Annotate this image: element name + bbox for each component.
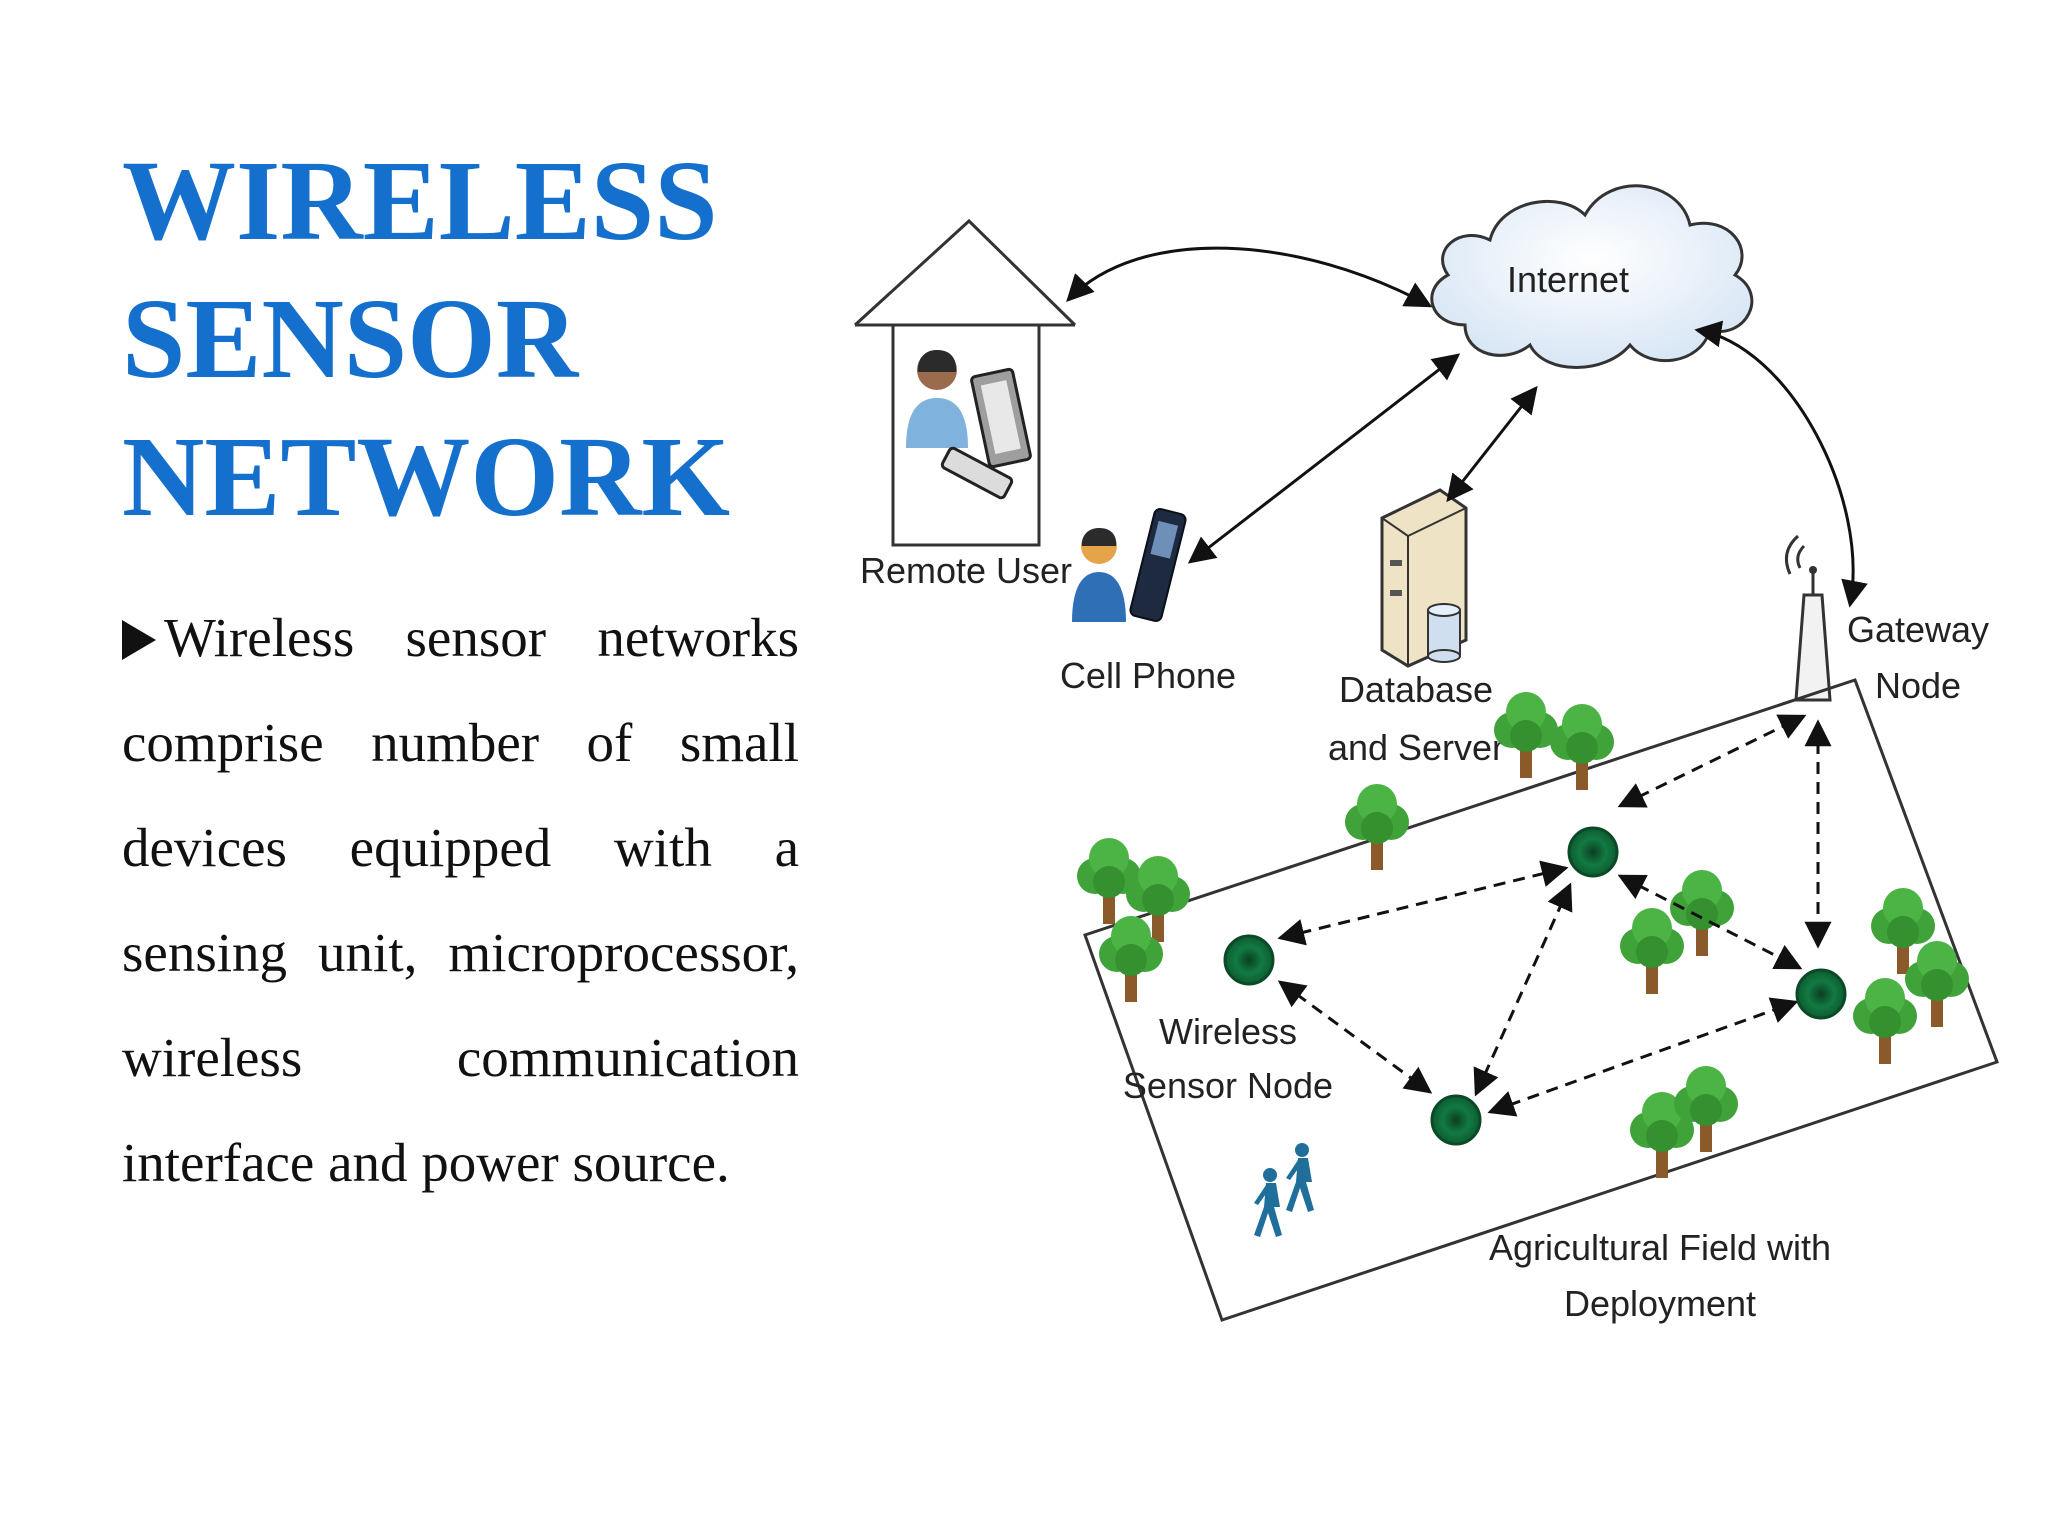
internet-cloud-icon <box>1430 184 1754 369</box>
sensor-nodes <box>1223 826 1847 1146</box>
computer-icon <box>940 367 1032 500</box>
title-line: WIRELESS <box>122 137 718 264</box>
people-walking-icon <box>1254 1143 1314 1237</box>
sensor-node-label-line1: Wireless <box>1159 1011 1297 1052</box>
slide-title: WIRELESS SENSOR NETWORK <box>122 132 842 546</box>
internet-links <box>1066 246 1868 608</box>
cell-phone-user-icon <box>1072 528 1126 622</box>
sensor-links <box>1277 714 1832 1117</box>
house-icon <box>853 218 1077 547</box>
title-line: NETWORK <box>122 413 731 540</box>
database-label-line1: Database <box>1339 669 1493 710</box>
database-icon <box>1427 603 1461 663</box>
sensor-node-icon <box>1430 1094 1482 1146</box>
arrow-bullet-icon <box>122 620 156 660</box>
agricultural-field <box>1083 678 1999 1322</box>
field-label-line1: Agricultural Field with <box>1489 1227 1831 1268</box>
gateway-antenna-icon <box>1784 534 1832 702</box>
title-line: SENSOR <box>122 275 579 402</box>
sensor-node-label-line2: Sensor Node <box>1123 1065 1333 1106</box>
sensor-node-icon <box>1567 826 1619 878</box>
remote-user-icon <box>906 350 968 448</box>
gateway-label-line2: Node <box>1875 665 1961 706</box>
cell-phone-icon <box>1129 508 1187 622</box>
remote-user-label: Remote User <box>860 550 1072 591</box>
gateway-label-line1: Gateway <box>1847 609 1989 650</box>
sensor-node-icon <box>1795 968 1847 1020</box>
cell-phone-label: Cell Phone <box>1060 655 1236 696</box>
sensor-node-icon <box>1223 934 1275 986</box>
bullet-text: Wireless sensor networks comprise number… <box>122 607 799 1193</box>
bullet-paragraph: Wireless sensor networks comprise number… <box>122 585 799 1215</box>
internet-label: Internet <box>1507 259 1629 300</box>
field-label-line2: Deployment <box>1564 1283 1756 1324</box>
database-label-line2: and Server <box>1328 727 1504 768</box>
